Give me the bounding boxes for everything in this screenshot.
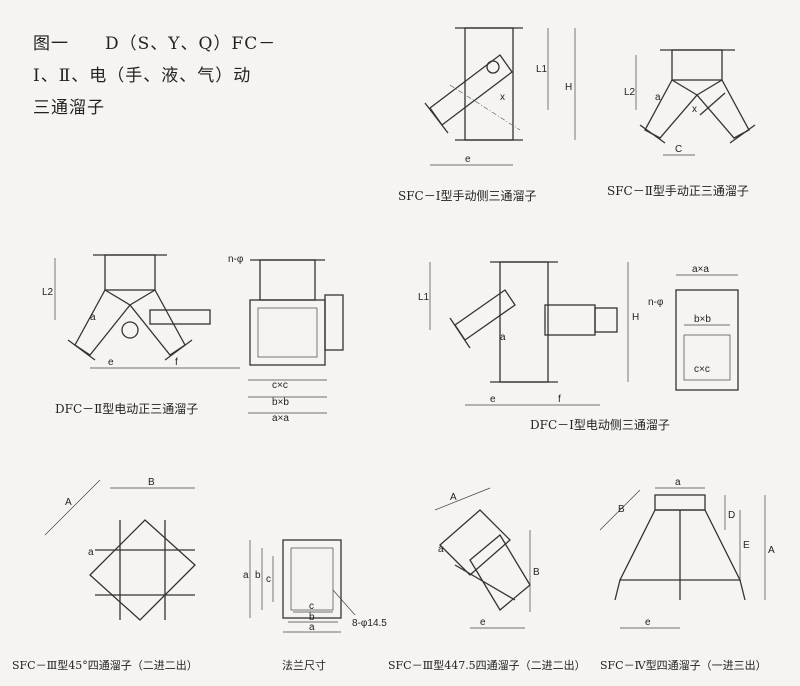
drawing-sfc-3-45: B A a	[44, 477, 196, 621]
label-h: H	[565, 82, 572, 93]
label-e: e	[490, 394, 496, 405]
label-holes: 8-φ14.5	[352, 618, 387, 629]
drawing-dfc-2: L2 a e f n-φ c×c b×b a×a	[42, 254, 344, 424]
title-line-2: Ⅰ、Ⅱ、电（手、液、气）动	[33, 66, 252, 86]
label-cxc: c×c	[272, 380, 288, 391]
label-x: x	[500, 92, 505, 103]
label-l2: L2	[42, 287, 54, 298]
drawing-dfc-1: L1 H a e f a×a b×b c×c n-φ	[418, 261, 739, 406]
label-a-big: A	[450, 492, 457, 503]
label-b2: b	[309, 612, 315, 623]
label-a-big: A	[768, 545, 775, 556]
label-a: a	[500, 332, 506, 343]
label-a: a	[243, 570, 249, 581]
label-b: b	[255, 570, 261, 581]
label-e: e	[480, 617, 486, 628]
drawing-sfc-2: L2 a x C	[624, 49, 756, 156]
label-e: e	[108, 357, 114, 368]
title-line-3: 三通溜子	[33, 98, 105, 118]
label-h: H	[632, 312, 639, 323]
drawing-sfc-1: L1 H x e	[424, 27, 576, 166]
label-f: f	[558, 394, 561, 405]
label-e-big: E	[743, 540, 750, 551]
label-b-big: B	[148, 477, 155, 488]
drawing-sfc-3-447: A B a e	[434, 487, 540, 629]
label-l1: L1	[418, 292, 430, 303]
title-line-1: 图一 D（S、Y、Q）FC－	[33, 34, 277, 54]
label-n-phi: n-φ	[228, 254, 244, 265]
label-axa: a×a	[272, 413, 289, 424]
label-c: c	[266, 574, 271, 585]
figure-title: 图一 D（S、Y、Q）FC－ Ⅰ、Ⅱ、电（手、液、气）动 三通溜子	[33, 28, 276, 124]
caption-dfc-1: DFC－Ⅰ型电动侧三通溜子	[530, 418, 670, 432]
label-bxb: b×b	[694, 314, 711, 325]
label-cxc: c×c	[694, 364, 710, 375]
label-b-big: B	[533, 567, 540, 578]
label-x: x	[692, 104, 697, 115]
label-c2: c	[309, 601, 314, 612]
label-n-phi: n-φ	[648, 297, 664, 308]
label-l1: L1	[536, 64, 548, 75]
caption-flange: 法兰尺寸	[282, 659, 326, 672]
drawing-sfc-4: a B D E A e	[599, 477, 775, 629]
label-a: a	[655, 92, 661, 103]
label-f: f	[175, 357, 178, 368]
label-e: e	[645, 617, 651, 628]
label-a: a	[438, 544, 444, 555]
label-b-big: B	[618, 504, 625, 515]
label-d: D	[728, 510, 735, 521]
label-a: a	[88, 547, 94, 558]
caption-sfc-1: SFC－Ⅰ型手动侧三通溜子	[398, 189, 537, 203]
drawing-flange: a b c c b a 8-φ14.5	[243, 539, 387, 633]
caption-sfc-3-447: SFC－Ⅲ型447.5四通溜子（二进二出）	[388, 659, 586, 672]
label-a: a	[675, 477, 681, 488]
label-e: e	[465, 154, 471, 165]
label-bxb: b×b	[272, 397, 289, 408]
caption-sfc-2: SFC－Ⅱ型手动正三通溜子	[607, 184, 749, 198]
caption-sfc-4: SFC－Ⅳ型四通溜子（一进三出）	[600, 659, 767, 672]
label-c: C	[675, 144, 682, 155]
label-a: a	[90, 312, 96, 323]
caption-dfc-2: DFC－Ⅱ型电动正三通溜子	[55, 402, 199, 416]
caption-sfc-3-45: SFC－Ⅲ型45°四通溜子（二进二出）	[12, 659, 198, 672]
label-l2: L2	[624, 87, 636, 98]
label-a-big: A	[65, 497, 72, 508]
label-a2: a	[309, 622, 315, 633]
label-axa: a×a	[692, 264, 709, 275]
